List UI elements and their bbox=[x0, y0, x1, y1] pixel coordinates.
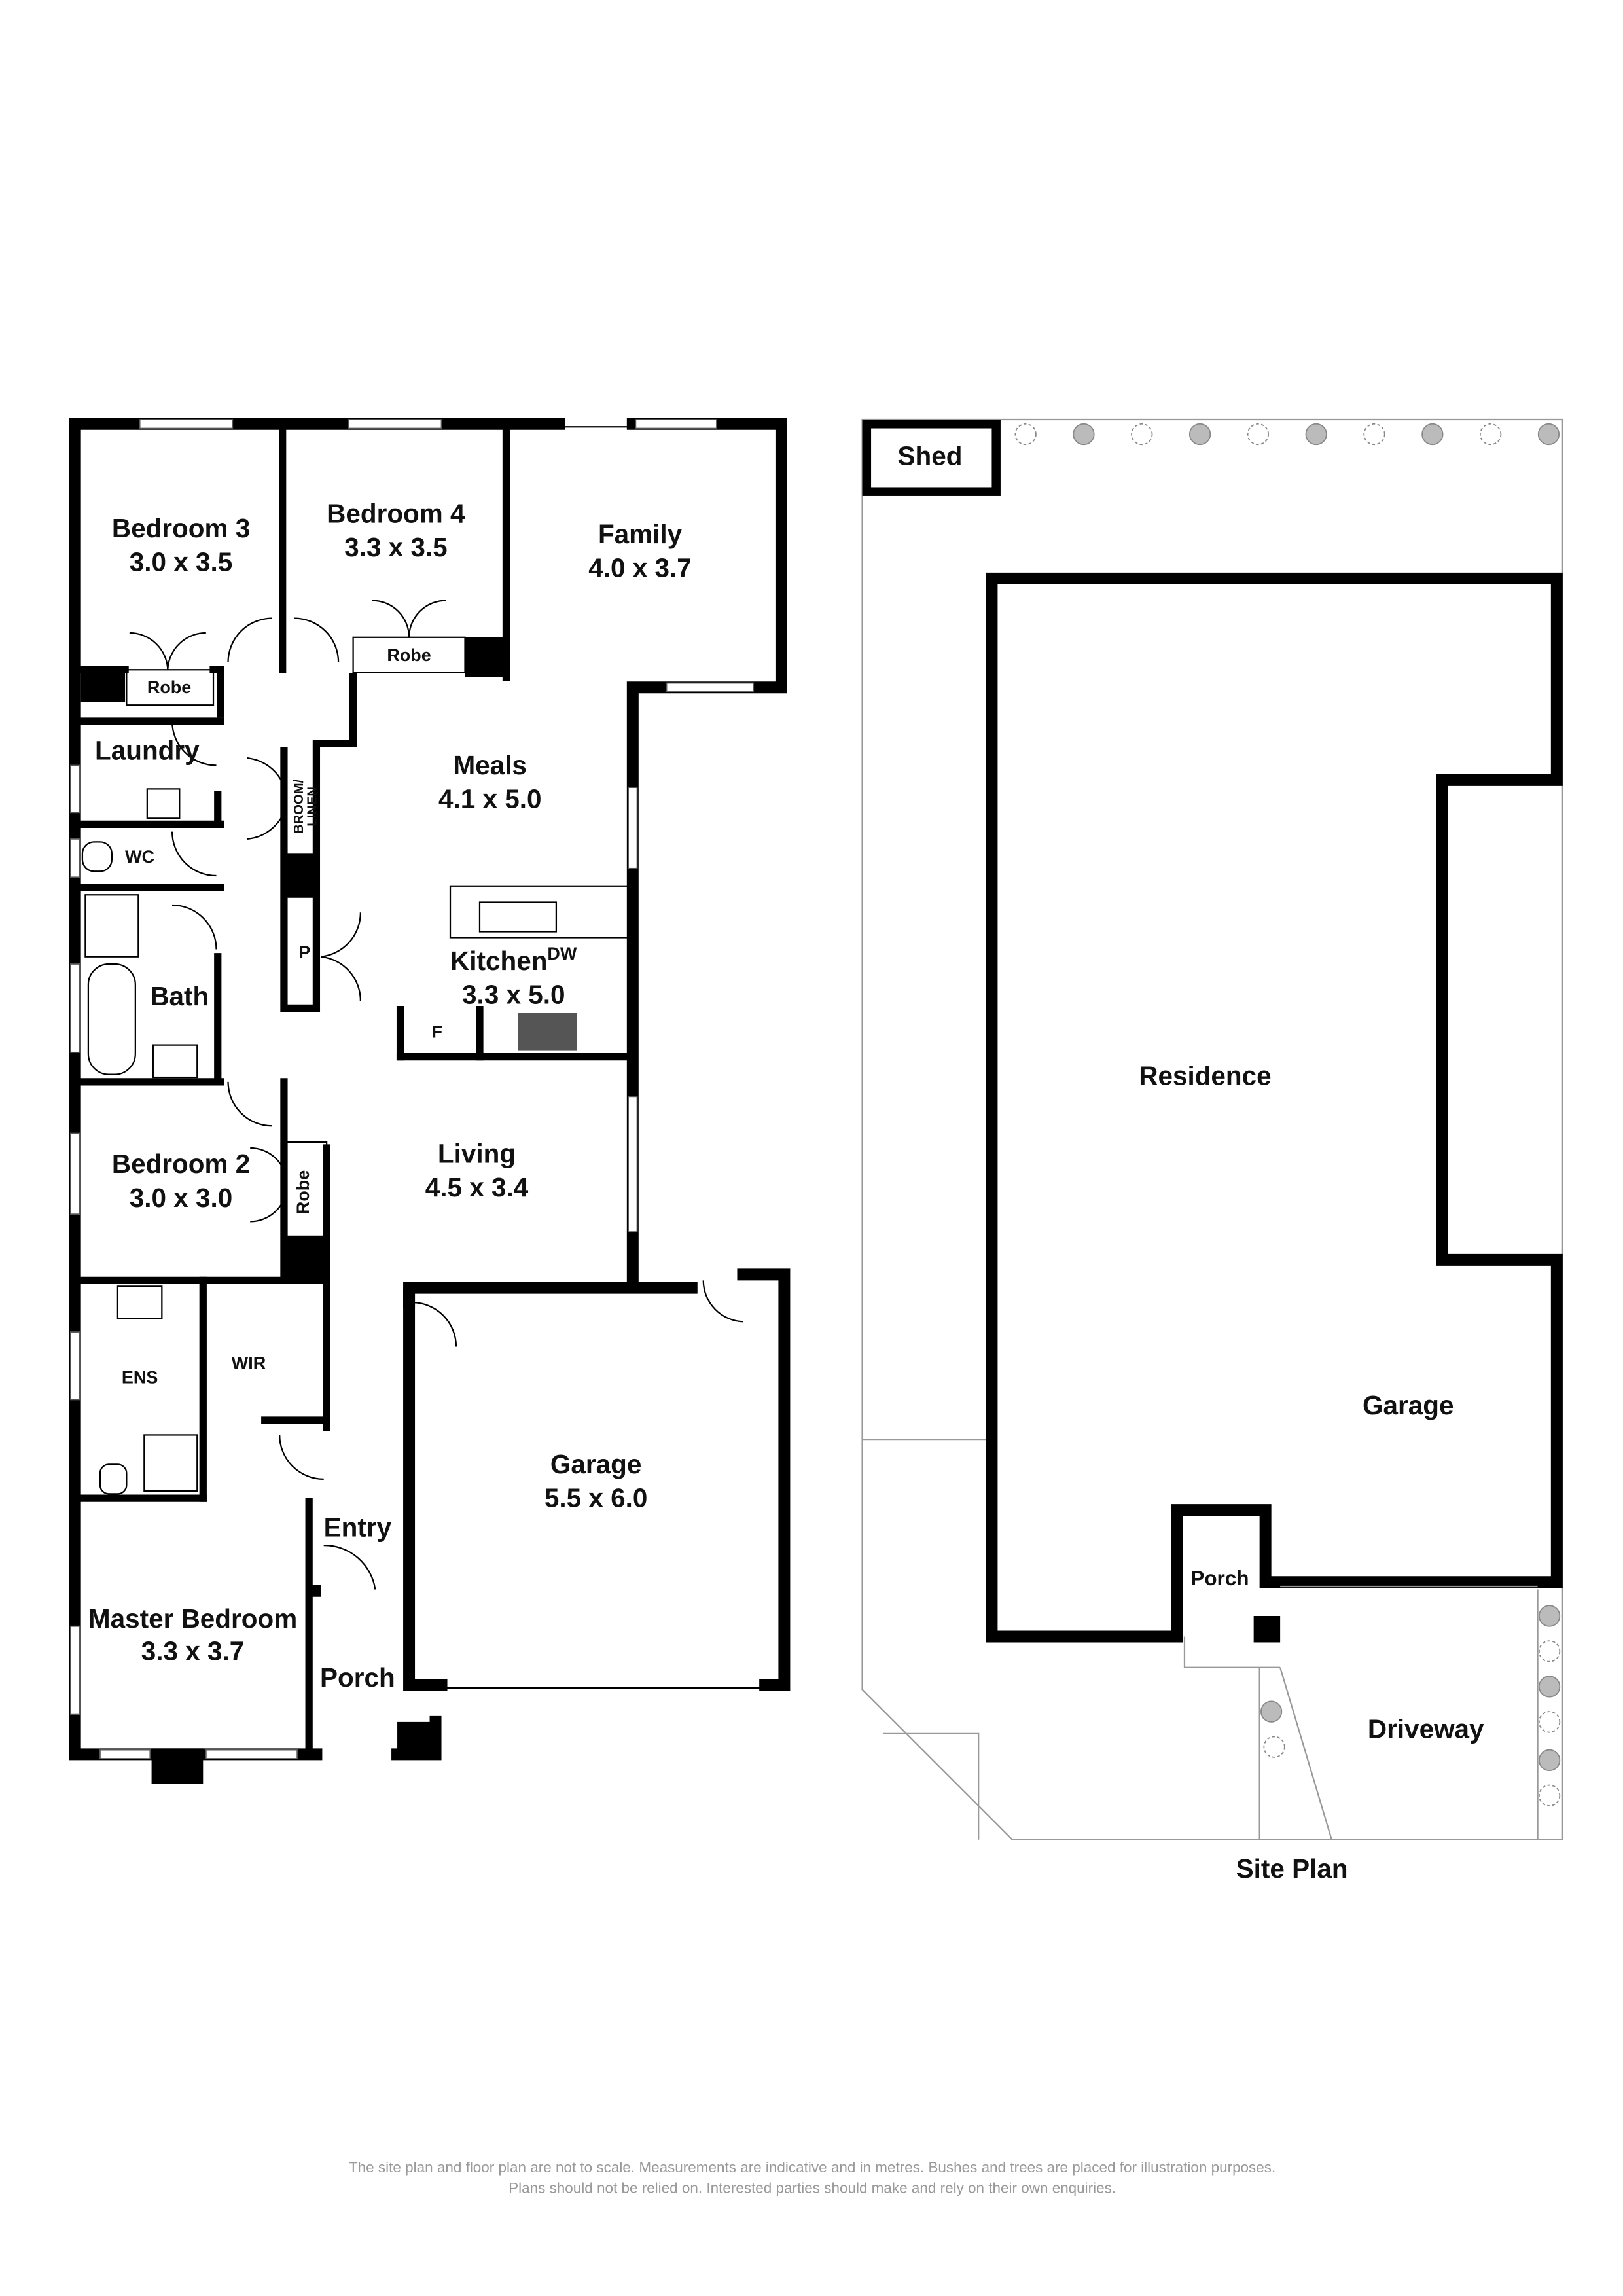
label-linen: LINEN bbox=[305, 787, 319, 827]
room-name-meals: Meals bbox=[453, 750, 526, 780]
floor-plan: Bedroom 3 3.0 x 3.5 Bedroom 4 3.3 x 3.5 … bbox=[69, 418, 791, 1784]
laundry-tub-icon bbox=[146, 788, 181, 819]
wall-block bbox=[309, 1585, 321, 1597]
shrub-icon bbox=[1247, 423, 1270, 446]
room-name-master-bedroom: Master Bedroom bbox=[88, 1604, 297, 1634]
wall-block bbox=[287, 1236, 327, 1281]
ensuite-toilet-icon bbox=[99, 1463, 128, 1495]
site-plan: Shed Residence Garage Porch Driveway Sit… bbox=[861, 418, 1563, 1884]
site-label-residence: Residence bbox=[1139, 1060, 1271, 1090]
room-name-kitchen: KitchenDW bbox=[450, 944, 577, 976]
windows bbox=[70, 419, 755, 1759]
toilet-icon bbox=[81, 841, 113, 872]
site-plan-title: Site Plan bbox=[1236, 1854, 1348, 1884]
site-label-driveway: Driveway bbox=[1368, 1714, 1484, 1744]
site-label-shed: Shed bbox=[898, 441, 963, 471]
room-size-bedroom-3: 3.0 x 3.5 bbox=[130, 547, 233, 577]
wall-block bbox=[397, 1721, 437, 1759]
site-label-porch: Porch bbox=[1190, 1567, 1249, 1590]
label-laundry: Laundry bbox=[95, 735, 200, 765]
garage-walls bbox=[403, 1268, 791, 1691]
label-robe: Robe bbox=[387, 645, 431, 665]
shed-outline bbox=[862, 420, 1001, 496]
door-swings bbox=[129, 600, 743, 1590]
trees bbox=[1014, 423, 1561, 1806]
room-size-family: 4.0 x 3.7 bbox=[588, 553, 692, 583]
shrub-icon bbox=[1188, 423, 1211, 446]
shrub-icon bbox=[1538, 1605, 1561, 1627]
shrub-icon bbox=[1363, 423, 1385, 446]
room-size-garage: 5.5 x 6.0 bbox=[544, 1483, 648, 1513]
shrub-icon bbox=[1538, 1640, 1561, 1662]
room-size-meals: 4.1 x 5.0 bbox=[438, 784, 542, 814]
wall-block bbox=[1253, 1615, 1281, 1643]
room-size-bedroom-4: 3.3 x 3.5 bbox=[344, 532, 448, 562]
sink-icon bbox=[478, 901, 558, 933]
wall-block bbox=[465, 637, 507, 677]
room-name-bedroom-2: Bedroom 2 bbox=[112, 1149, 250, 1179]
label-fridge: F bbox=[432, 1022, 442, 1041]
label-wc: WC bbox=[125, 847, 154, 867]
cooktop-icon bbox=[518, 1013, 577, 1051]
robe-bedroom-3 bbox=[126, 669, 215, 706]
bathtub-icon bbox=[87, 963, 136, 1075]
shrub-icon bbox=[1538, 1749, 1561, 1771]
shrub-icon bbox=[1305, 423, 1327, 446]
room-size-kitchen: 3.3 x 5.0 bbox=[462, 980, 565, 1010]
shrub-icon bbox=[1014, 423, 1037, 446]
ensuite-basin-icon bbox=[116, 1285, 163, 1319]
room-name-family: Family bbox=[598, 519, 683, 549]
shower-icon bbox=[84, 894, 139, 958]
shrub-icon bbox=[1421, 423, 1444, 446]
ensuite-shower-icon bbox=[143, 1434, 198, 1492]
label-bath: Bath bbox=[150, 981, 209, 1011]
chimney-block bbox=[151, 1748, 204, 1784]
room-name-garage: Garage bbox=[550, 1449, 641, 1479]
room-size-master-bedroom: 3.3 x 3.7 bbox=[141, 1636, 245, 1666]
label-wir: WIR bbox=[232, 1353, 266, 1372]
label-broom: BROOM/ bbox=[292, 779, 306, 833]
label-pantry: P bbox=[298, 942, 310, 962]
shrub-icon bbox=[1263, 1736, 1285, 1758]
porch-step bbox=[1183, 1636, 1281, 1668]
label-entry: Entry bbox=[324, 1513, 392, 1543]
shrub-icon bbox=[1480, 423, 1502, 446]
site-boundary bbox=[861, 418, 1563, 1840]
shrub-icon bbox=[1260, 1700, 1283, 1723]
shrub-icon bbox=[1538, 1676, 1561, 1698]
label-ens: ENS bbox=[122, 1368, 158, 1388]
disclaimer-line-1: The site plan and floor plan are not to … bbox=[349, 2159, 1275, 2176]
site-label-garage: Garage bbox=[1363, 1390, 1454, 1420]
room-name-bedroom-3: Bedroom 3 bbox=[112, 513, 250, 543]
shrub-icon bbox=[1537, 423, 1560, 446]
basin-icon bbox=[152, 1044, 198, 1079]
wall-block bbox=[80, 670, 126, 702]
shrub-icon bbox=[1538, 1784, 1561, 1806]
shrub-icon bbox=[1538, 1711, 1561, 1733]
shrub-icon bbox=[1131, 423, 1153, 446]
disclaimer-line-2: Plans should not be relied on. Intereste… bbox=[508, 2179, 1116, 2196]
room-size-bedroom-2: 3.0 x 3.0 bbox=[130, 1183, 233, 1213]
wall-block bbox=[283, 853, 317, 898]
label-porch: Porch bbox=[320, 1662, 395, 1693]
room-size-living: 4.5 x 3.4 bbox=[425, 1172, 529, 1202]
boundary-line bbox=[883, 1732, 980, 1840]
driveway-edge bbox=[1279, 1667, 1332, 1840]
label-robe: Robe bbox=[293, 1170, 313, 1214]
shrub-icon bbox=[1073, 423, 1095, 446]
room-labels: Bedroom 3 3.0 x 3.5 Bedroom 4 3.3 x 3.5 … bbox=[88, 498, 692, 1692]
room-name-living: Living bbox=[438, 1138, 516, 1168]
residence-outline bbox=[986, 572, 1563, 1643]
exterior-walls bbox=[69, 418, 787, 1761]
room-name-bedroom-4: Bedroom 4 bbox=[327, 498, 465, 528]
label-robe: Robe bbox=[147, 677, 191, 697]
kitchen-bench bbox=[449, 885, 631, 939]
